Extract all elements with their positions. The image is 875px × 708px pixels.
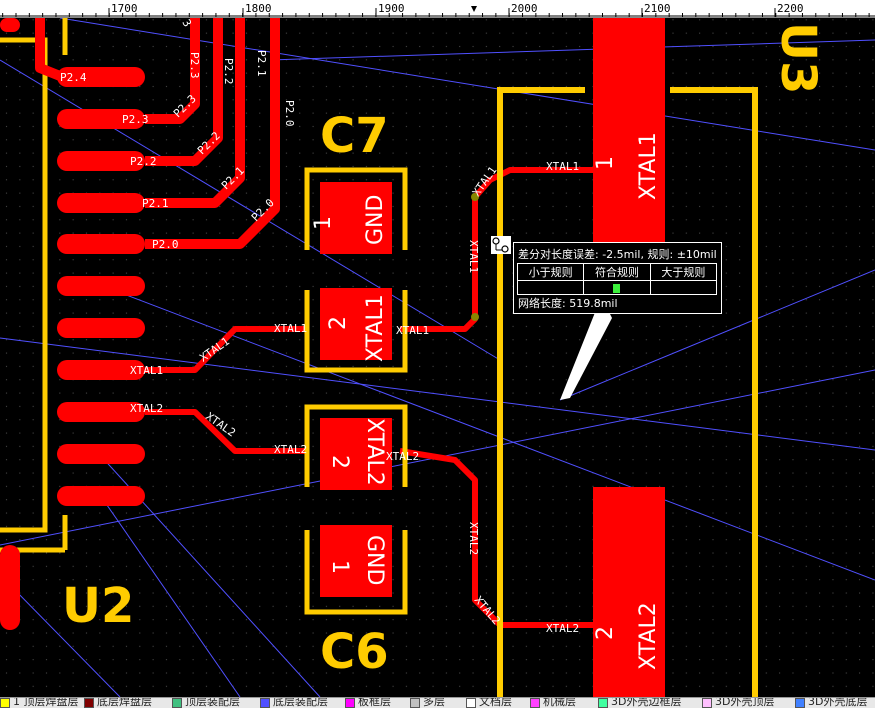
layer-tab-label: 文档层 bbox=[479, 697, 512, 708]
layer-tab-label: 3D外壳边框层 bbox=[611, 697, 682, 708]
pad-net-name: GND bbox=[362, 535, 387, 585]
net-label: XTAL2 bbox=[546, 622, 579, 635]
layer-tab-label: 机械层 bbox=[543, 697, 576, 708]
layer-tab[interactable]: 顶层装配层 bbox=[172, 697, 240, 708]
diff-pair-cursor-icon bbox=[491, 236, 511, 254]
layer-tab[interactable]: 3D外壳底层 bbox=[795, 697, 868, 708]
horizontal-ruler[interactable]: 1700 1800 1900 2000 2100 2200 bbox=[0, 0, 875, 18]
layer-tab[interactable]: 1 顶层焊盘层 bbox=[0, 697, 79, 708]
net-label: P2.0 bbox=[283, 100, 296, 127]
net-label: XTAL2 bbox=[467, 522, 480, 555]
col-greater-than-rule: 大于规则 bbox=[649, 263, 718, 281]
tooltip-pointer bbox=[560, 306, 612, 400]
layer-tab[interactable]: 多层 bbox=[410, 697, 445, 708]
pad-net-name: XTAL1 bbox=[636, 132, 661, 200]
pad-net-name: XTAL2 bbox=[636, 602, 661, 670]
net-label: XTAL1 bbox=[467, 240, 480, 273]
pad-number: 2 bbox=[326, 316, 351, 330]
u3-silkscreen bbox=[497, 87, 758, 697]
layer-tab[interactable]: 3D外壳边框层 bbox=[598, 697, 682, 708]
layer-tabs-bar: 1 顶层焊盘层 底层焊盘层 顶层装配层 底层装配层 板框层 多层 文档层 机械层 3D外壳边框层… bbox=[0, 697, 875, 708]
cap-pads bbox=[320, 182, 392, 597]
net-label: P2.1 bbox=[255, 50, 268, 77]
pad-number: 2 bbox=[327, 455, 352, 469]
pad-net-name: XTAL2 bbox=[362, 418, 387, 486]
layer-tab-label: 底层焊盘层 bbox=[97, 697, 152, 708]
net-label: P2.3 bbox=[122, 113, 149, 126]
layer-tab-label: 多层 bbox=[423, 697, 445, 708]
net-label: XTAL2 bbox=[130, 402, 163, 415]
net-label: 3 bbox=[179, 18, 194, 29]
net-label: P2.3 bbox=[188, 52, 201, 79]
pad-net-name: XTAL1 bbox=[363, 294, 388, 362]
net-label: P2.0 bbox=[152, 238, 179, 251]
more-indicator bbox=[649, 280, 718, 295]
col-within-rule: 符合规则 bbox=[583, 263, 651, 281]
col-less-than-rule: 小于规则 bbox=[516, 263, 585, 281]
layer-tab-label: 3D外壳底层 bbox=[808, 697, 868, 708]
cap-silkscreen bbox=[304, 167, 408, 615]
net-label: XTAL1 bbox=[546, 160, 579, 173]
designator-u2: U2 bbox=[62, 578, 134, 634]
layer-tab-label: 底层装配层 bbox=[273, 697, 328, 708]
pcb-canvas[interactable]: U2 C7 C6 U3 1 GND 2 XTAL1 2 XTAL2 1 GND … bbox=[0, 18, 875, 697]
layer-tab-label: 3D外壳顶层 bbox=[715, 697, 775, 708]
diff-pair-length-tooltip: 差分对长度误差: -2.5mil, 规则: ±10mil 小于规则 符合规则 大… bbox=[513, 242, 722, 314]
u3-pads bbox=[593, 18, 665, 697]
pad-number: 1 bbox=[593, 156, 618, 170]
layer-tab[interactable]: 机械层 bbox=[530, 697, 576, 708]
layer-tab-label: 板框层 bbox=[358, 697, 391, 708]
net-label: P2.1 bbox=[142, 197, 169, 210]
layer-tab-label: 顶层装配层 bbox=[185, 697, 240, 708]
pad-number: 1 bbox=[311, 216, 336, 230]
pad-number: 1 bbox=[327, 560, 352, 574]
match-meter bbox=[613, 283, 621, 293]
net-label: P2.2 bbox=[222, 58, 235, 85]
ruler-label: 1900 bbox=[378, 2, 405, 15]
ruler-label: 2200 bbox=[777, 2, 804, 15]
pad-number: 2 bbox=[593, 626, 618, 640]
net-label: XTAL1 bbox=[396, 324, 429, 337]
ruler-label: 2000 bbox=[511, 2, 538, 15]
rule-status-table: 小于规则 符合规则 大于规则 bbox=[516, 263, 718, 295]
copper-traces bbox=[35, 18, 600, 628]
layer-tab[interactable]: 底层装配层 bbox=[260, 697, 328, 708]
ruler-label: 1700 bbox=[111, 2, 138, 15]
layer-tab[interactable]: 文档层 bbox=[466, 697, 512, 708]
tooltip-title: 差分对长度误差: -2.5mil, 规则: ±10mil bbox=[518, 248, 717, 261]
designator-c6: C6 bbox=[320, 624, 389, 680]
net-label: XTAL2 bbox=[386, 450, 419, 463]
layer-tab[interactable]: 3D外壳顶层 bbox=[702, 697, 775, 708]
net-label: P2.2 bbox=[130, 155, 157, 168]
pad-net-name: GND bbox=[363, 195, 388, 245]
net-label: XTAL1 bbox=[274, 322, 307, 335]
net-label: XTAL2 bbox=[274, 443, 307, 456]
net-length: 网络长度: 519.8mil bbox=[518, 297, 618, 310]
designator-u3: U3 bbox=[770, 22, 826, 94]
layer-tab[interactable]: 板框层 bbox=[345, 697, 391, 708]
net-label: P2.4 bbox=[60, 71, 87, 84]
layer-tab[interactable]: 底层焊盘层 bbox=[84, 697, 152, 708]
less-indicator bbox=[516, 280, 585, 295]
net-label: XTAL1 bbox=[130, 364, 163, 377]
match-indicator bbox=[583, 280, 651, 295]
ruler-label: 1800 bbox=[245, 2, 272, 15]
ruler-label: 2100 bbox=[644, 2, 671, 15]
u2-pads bbox=[0, 18, 145, 630]
designator-c7: C7 bbox=[320, 108, 389, 164]
layer-tab-label: 1 顶层焊盘层 bbox=[13, 697, 79, 708]
